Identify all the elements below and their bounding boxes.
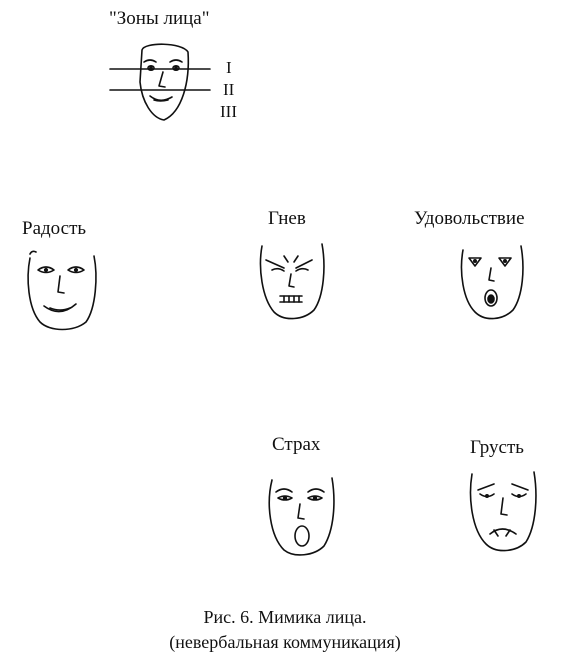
face-sadness (464, 466, 544, 556)
face-joy (22, 248, 102, 333)
zones-title: "Зоны лица" (109, 8, 210, 29)
emotion-label-pleasure: Удовольствие (414, 208, 525, 229)
figure-caption-line2: (невербальная коммуникация) (169, 632, 401, 652)
emotion-label-anger: Гнев (268, 208, 306, 229)
emotion-label-joy: Радость (22, 218, 87, 239)
zones-face-illustration (108, 42, 218, 127)
emotion-label-sadness: Грусть (470, 437, 524, 458)
face-fear (262, 470, 342, 560)
zone-label-3: III (220, 102, 237, 121)
face-anger (256, 238, 331, 323)
emotion-label-fear: Страх (272, 434, 321, 455)
zone-label-2: II (223, 80, 235, 99)
zone-label-1: I (226, 58, 232, 77)
figure-caption-line1: Рис. 6. Мимика лица. (203, 607, 367, 627)
face-pleasure (455, 238, 530, 323)
